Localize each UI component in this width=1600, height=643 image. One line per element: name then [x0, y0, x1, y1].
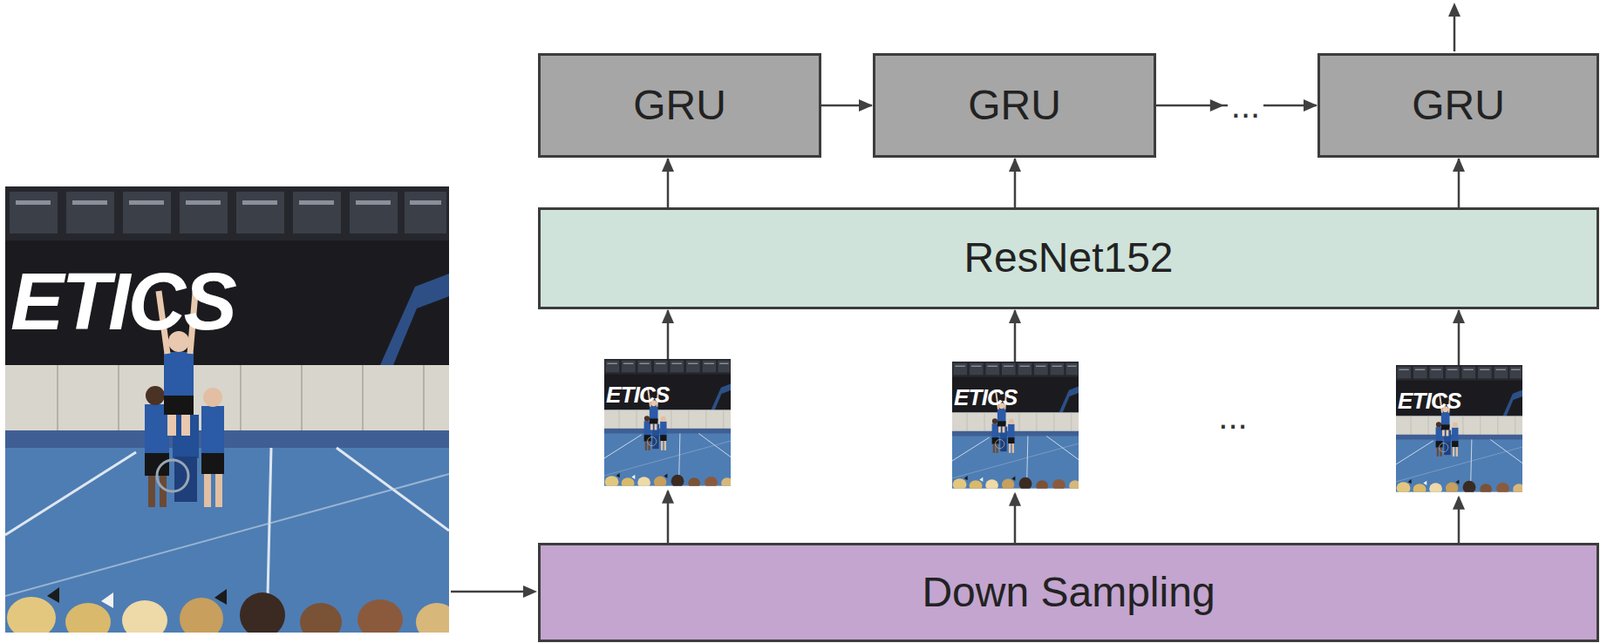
arrowhead: [1448, 2, 1461, 17]
connector-group: [821, 99, 873, 112]
photo-text: ETICS: [10, 261, 235, 342]
arrowhead: [1008, 309, 1022, 324]
arrowhead: [523, 585, 538, 599]
node-label: GRU: [633, 82, 727, 130]
output-arrow: [1453, 15, 1457, 52]
connector: [667, 310, 670, 544]
gru-cell: GRU: [872, 53, 1157, 158]
connector-group: [1008, 157, 1022, 208]
photo-text: ETICS: [953, 386, 1018, 409]
input-arrow: [450, 591, 524, 594]
arrowhead: [661, 309, 675, 324]
ellipsis: ...: [1218, 399, 1247, 435]
sampling-band: Down Sampling: [537, 543, 1600, 643]
connector: [1014, 310, 1017, 544]
arrowhead: [858, 99, 873, 112]
node-label: Down Sampling: [921, 570, 1215, 617]
arrowhead: [1452, 157, 1465, 172]
arrowhead: [1210, 99, 1225, 112]
arrowhead: [1303, 99, 1318, 112]
frame-thumbnail: [952, 361, 1082, 492]
node-label: GRU: [1411, 82, 1505, 130]
connector-group: [661, 309, 675, 544]
photo-text: ETICS: [605, 383, 670, 407]
arrowhead: [1452, 309, 1465, 324]
connector-group: [661, 157, 675, 208]
node-label: GRU: [967, 82, 1062, 130]
connector-group: [1452, 157, 1465, 208]
arrowhead: [661, 490, 675, 504]
node-label: ResNet152: [963, 235, 1173, 282]
arrowhead: [1008, 157, 1022, 172]
input-photo: [5, 186, 458, 642]
gru-cell: GRU: [1317, 53, 1600, 158]
connector-group: [1452, 309, 1465, 544]
cnn-band: ResNet152: [537, 207, 1600, 310]
arrowhead: [1452, 496, 1465, 511]
arrowhead: [661, 157, 675, 172]
connector-group: [1008, 309, 1022, 544]
arrowhead: [1008, 492, 1022, 507]
photo-text: ETICS: [1397, 389, 1462, 413]
gru-cell: GRU: [537, 53, 822, 158]
frame-thumbnail: [604, 359, 734, 490]
frame-thumbnail: [1395, 365, 1526, 496]
edge-label: ...: [1227, 88, 1264, 123]
